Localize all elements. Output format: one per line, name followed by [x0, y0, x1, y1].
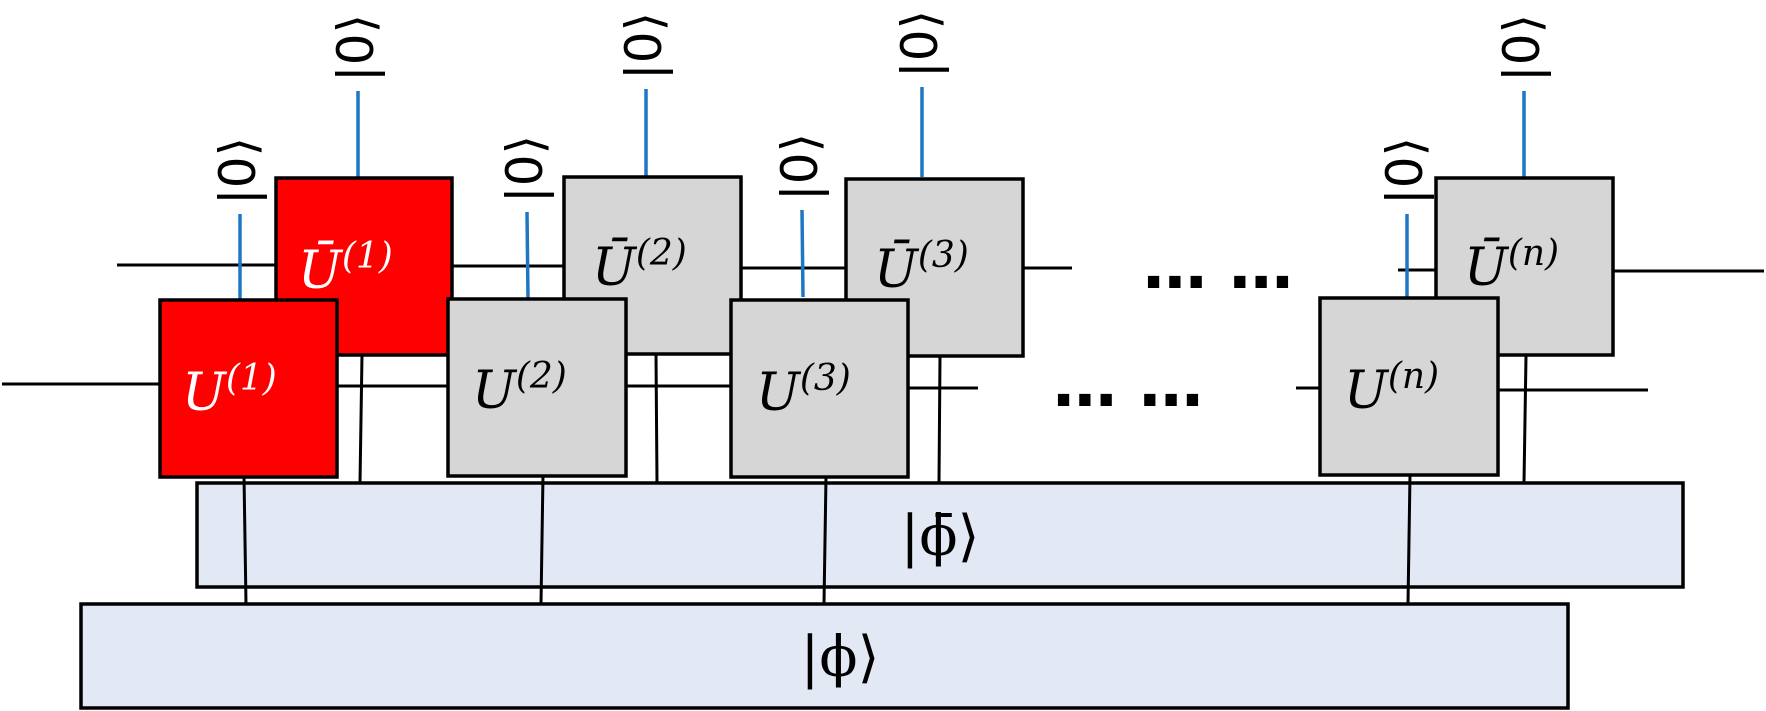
- front-gate-1-box: [158, 298, 339, 479]
- back-state-box: [195, 481, 1685, 589]
- front-state-box: [79, 602, 1570, 710]
- back-gate-2-label: Ū(2): [592, 233, 687, 298]
- back-gate-1-label: Ū(1): [298, 236, 393, 301]
- front-gates: U(1) U(2) U(3) U(n): [158, 296, 1500, 479]
- projector-label-back-2: |0⟩: [615, 12, 673, 80]
- back-state-label: |ϕ̄⟩: [901, 504, 980, 569]
- front-row-bonds: [2, 382, 1648, 392]
- front-state: |ϕ⟩: [79, 602, 1570, 710]
- front-gate-n-label: U(n): [1344, 356, 1439, 421]
- front-gate-legs: [242, 474, 1412, 605]
- front-row-ellipsis: … …: [1053, 348, 1203, 422]
- back-row-bonds: [117, 263, 1764, 273]
- front-gate-n: U(n): [1318, 296, 1500, 477]
- projector-labels: |0⟩ |0⟩ |0⟩ |0⟩ |0⟩ |0⟩ |0⟩ |0⟩: [209, 10, 1551, 205]
- back-gate-n: Ū(n): [1434, 176, 1615, 357]
- front-projector-lines: [238, 209, 1409, 301]
- front-gate-3-label: U(3): [756, 358, 851, 423]
- front-gate-2: U(2): [446, 297, 628, 478]
- projector-label-back-3: |0⟩: [891, 10, 949, 78]
- front-state-label: |ϕ⟩: [801, 625, 880, 690]
- front-gate-2-box: [446, 297, 628, 478]
- back-gate-n-label: Ū(n): [1464, 233, 1559, 298]
- projector-label-front-2: |0⟩: [496, 135, 554, 203]
- back-gate-1: Ū(1): [274, 176, 454, 357]
- back-state: |ϕ̄⟩: [195, 481, 1685, 589]
- front-gate-1-label: U(1): [182, 358, 277, 423]
- projector-label-front-3: |0⟩: [771, 133, 829, 201]
- back-projector-lines: [356, 87, 1526, 178]
- front-gate-3: U(3): [729, 298, 910, 479]
- front-gate-3-box: [729, 298, 910, 479]
- front-gate-1: U(1): [158, 298, 339, 479]
- front-gate-n-box: [1318, 296, 1500, 477]
- ellipses: … … … …: [1053, 230, 1293, 422]
- back-gates: Ū(1) Ū(2) Ū(3) Ū(n): [274, 175, 1615, 358]
- back-gate-1-box: [274, 176, 454, 357]
- projector-label-front-1: |0⟩: [209, 137, 267, 205]
- back-row-ellipsis: … …: [1143, 230, 1293, 304]
- back-gate-3-label: Ū(3): [874, 235, 969, 300]
- projector-label-back-1: |0⟩: [327, 14, 385, 82]
- front-gate-2-label: U(2): [472, 356, 567, 421]
- back-gate-legs: [358, 353, 1528, 484]
- projector-label-back-n: |0⟩: [1493, 14, 1551, 82]
- projector-label-front-n: |0⟩: [1376, 137, 1434, 205]
